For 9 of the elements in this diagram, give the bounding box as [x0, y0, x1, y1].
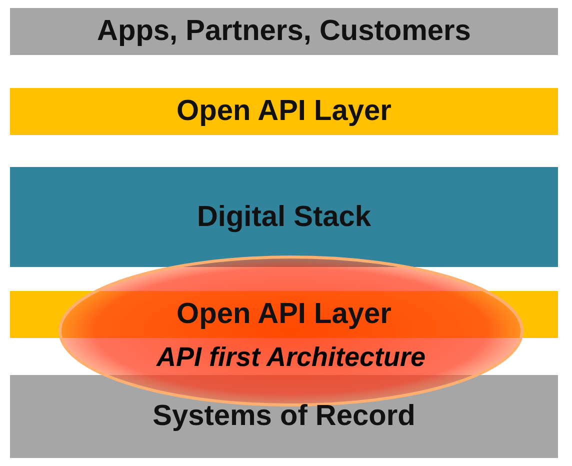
layer-label: Apps, Partners, Customers [97, 15, 471, 48]
layer-label: Systems of Record [152, 400, 416, 433]
layer-label: Digital Stack [196, 200, 372, 234]
layer-band [10, 8, 558, 55]
layer-band [10, 167, 558, 267]
ellipse-label: API first Architecture [156, 342, 426, 372]
layer-band [10, 88, 558, 135]
layer-label: Open API Layer [176, 95, 392, 128]
layer-label: Open API Layer [176, 298, 392, 331]
